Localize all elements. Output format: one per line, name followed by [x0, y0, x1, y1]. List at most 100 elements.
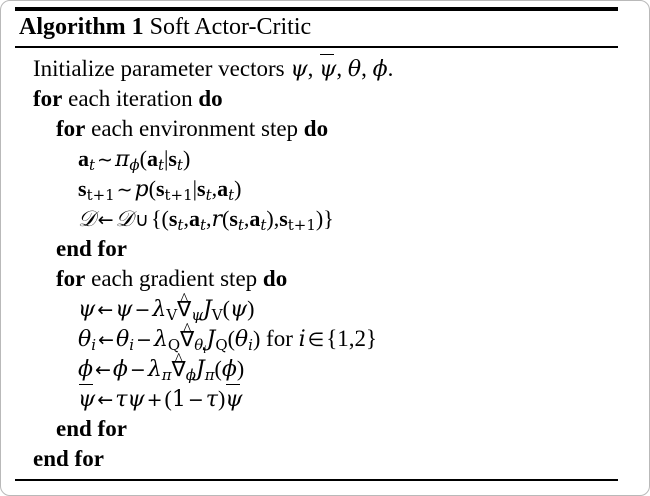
- keyword-for-2: for: [56, 116, 86, 141]
- paren-close-5: ): [247, 296, 255, 321]
- vec-s-6: s: [229, 206, 238, 231]
- paren-open-5: (: [222, 296, 230, 321]
- sub-t-5: t: [228, 186, 235, 205]
- math-psi-bar-lhs: ψ: [78, 383, 95, 415]
- keyword-end-for-2: end for: [56, 416, 127, 441]
- op-arrow-2: ←: [97, 299, 114, 321]
- keyword-end-for-1: end for: [56, 236, 127, 261]
- mid-bar-1: |: [163, 146, 169, 171]
- set-value-2: 2: [354, 326, 367, 351]
- algorithm-top-rule: [15, 7, 618, 11]
- math-theta-rhs: θ: [115, 327, 130, 352]
- sub-pi-1: π: [161, 366, 172, 385]
- algorithm-block: Algorithm 1 Soft Actor-Critic Initialize…: [15, 7, 618, 481]
- sub-t-7: t: [199, 216, 206, 235]
- math-psi: ψ: [290, 57, 308, 82]
- vec-a-4: a: [188, 206, 200, 231]
- math-psi-rhs: ψ: [115, 297, 133, 322]
- math-i-index: i: [298, 327, 306, 352]
- for-roman-text: for: [266, 326, 293, 351]
- op-in: ∈: [307, 329, 325, 351]
- line-append-replay-buffer: 𝒟←𝒟∪{(st,at,r(st,at),st+1)}: [15, 204, 618, 234]
- op-arrow-5: ←: [97, 389, 114, 411]
- sub-i-4: i: [248, 336, 253, 355]
- sub-t-4: t: [205, 186, 212, 205]
- eq-update-target-psi: ψ←τψ+(1−τ)ψ: [78, 383, 243, 415]
- keyword-do-1: do: [198, 86, 223, 111]
- sub-pi-2: π: [204, 366, 215, 385]
- paren-open-6: (: [227, 326, 235, 351]
- cal-D-2: 𝒟: [115, 207, 134, 232]
- math-one: 1: [171, 387, 186, 412]
- algorithm-header: Algorithm 1 Soft Actor-Critic: [15, 11, 618, 44]
- vec-s-1: s: [168, 146, 177, 171]
- vec-s-5: s: [168, 206, 178, 231]
- math-phi-arg: ϕ: [221, 357, 237, 382]
- brace-close-1: }: [323, 206, 334, 231]
- sub-i-3: i: [203, 345, 207, 357]
- comma-5: ,: [183, 206, 189, 231]
- paren-close-3: ): [315, 206, 324, 231]
- paren-close-2: ): [234, 176, 242, 201]
- set-value-1: 1: [337, 326, 349, 351]
- vec-s-3: s: [155, 176, 165, 201]
- comma-9: ,: [348, 326, 355, 351]
- sub-t-plus-1-b: t+1: [164, 186, 193, 205]
- vec-s-2: s: [78, 176, 87, 201]
- math-tau-2: τ: [205, 387, 218, 412]
- op-arrow-4: ←: [95, 359, 111, 381]
- line-for-environment-step: for each environment step do: [15, 114, 618, 144]
- algorithm-body: Initialize parameter vectors ψ, ψ, θ, ϕ.…: [15, 48, 618, 479]
- initialize-text: Initialize parameter vectors: [33, 56, 285, 81]
- mid-bar-2: |: [192, 176, 197, 201]
- math-phi-rhs: ϕ: [112, 357, 128, 382]
- math-J-1: J: [202, 297, 212, 322]
- line-sample-next-state: st+1∼p(st+1|st,at): [15, 174, 618, 204]
- op-minus-2: −: [136, 329, 152, 351]
- op-sim-2: ∼: [116, 179, 133, 201]
- vec-a-3: a: [217, 176, 229, 201]
- math-psi-arg-1: ψ: [229, 297, 248, 322]
- sub-t-8: t: [237, 216, 244, 235]
- op-minus-1: −: [134, 299, 151, 321]
- comma-6: ,: [205, 206, 212, 231]
- math-psi-bar-rhs: ψ: [225, 383, 243, 415]
- math-phi: ϕ: [372, 57, 388, 82]
- line-update-theta: θi←θi−λQ∇θiJQ(θi) for i∈{1,2}: [15, 324, 618, 357]
- keyword-for-3: for: [56, 266, 86, 291]
- for-environment-text: each environment step: [91, 116, 299, 141]
- eq-action-sample: at∼πϕ(at|st): [78, 146, 191, 174]
- line-end-for-iteration: end for: [15, 444, 618, 474]
- algorithm-number-label: Algorithm 1: [19, 14, 144, 40]
- sub-t-plus-1-a: t+1: [86, 186, 115, 205]
- eq-update-theta: θi←θi−λQ∇θiJQ(θi): [78, 326, 260, 357]
- vec-s-7: s: [279, 206, 288, 231]
- sub-i-2: i: [129, 336, 135, 355]
- paren-open-2: (: [148, 176, 156, 201]
- keyword-do-3: do: [262, 266, 288, 291]
- math-J-2: J: [206, 327, 216, 352]
- sub-t-plus-1-c: t+1: [287, 216, 316, 235]
- comma-3: ,: [361, 56, 367, 81]
- op-plus-1: +: [146, 389, 163, 411]
- math-psi-lhs: ψ: [78, 297, 96, 322]
- comma-1: ,: [307, 56, 314, 81]
- line-update-phi: ϕ←ϕ−λπ∇ϕJπ(ϕ): [15, 354, 618, 384]
- sub-theta-i-1: θi: [194, 336, 207, 357]
- vec-s-4: s: [197, 176, 206, 201]
- vec-a-2: a: [146, 146, 158, 171]
- math-lambda-2: λ: [153, 327, 168, 352]
- line-for-iteration: for each iteration do: [15, 84, 618, 114]
- algorithm-title-rule: [15, 46, 618, 48]
- paren-close-8: ): [217, 386, 226, 411]
- op-cup: ∪: [135, 209, 149, 231]
- vec-a-5: a: [249, 206, 261, 231]
- op-minus-4: −: [187, 389, 204, 411]
- math-r: r: [211, 207, 222, 232]
- line-initialize: Initialize parameter vectors ψ, ψ, θ, ϕ.: [15, 53, 618, 84]
- brace-close-2: }: [366, 326, 378, 351]
- math-lambda-1: λ: [152, 297, 167, 322]
- paren-close-1: ): [182, 146, 191, 171]
- paren-close-7: ): [236, 356, 245, 381]
